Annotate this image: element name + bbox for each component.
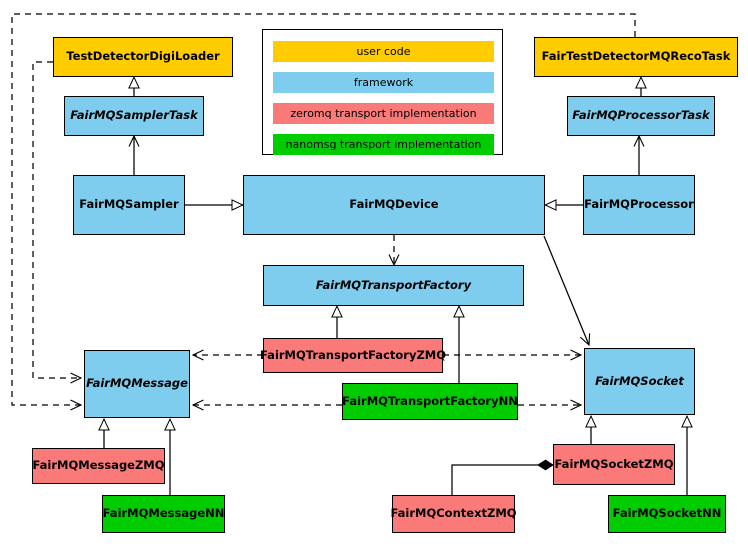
class-node-label: TestDetectorDigiLoader (66, 49, 220, 64)
class-node-label: FairMQSocketNN (612, 506, 722, 521)
class-node-fairmqprocessortask[interactable]: FairMQProcessorTask (567, 96, 715, 136)
class-node-fairmqmessagenn[interactable]: FairMQMessageNN (102, 495, 225, 533)
legend-item-nanomsg: nanomsg transport implementation (273, 134, 494, 155)
legend-panel: user code framework zeromq transport imple… (262, 29, 503, 155)
class-node-fairmqsocketnn[interactable]: FairMQSocketNN (608, 495, 726, 533)
class-node-fairmqsocket[interactable]: FairMQSocket (584, 348, 695, 415)
class-node-label: FairMQTransportFactoryZMQ (260, 347, 447, 362)
legend-item-zeromq: zeromq transport implementation (273, 103, 494, 124)
class-node-label: FairMQSamplerTask (70, 108, 198, 123)
class-node-fairmqsocketzmq[interactable]: FairMQSocketZMQ (553, 444, 675, 485)
legend-item-label: zeromq transport implementation (290, 107, 477, 120)
class-node-label: FairMQProcessorTask (572, 108, 710, 123)
class-node-fairmqprocessor[interactable]: FairMQProcessor (583, 175, 695, 235)
class-node-fairmqsamplertask[interactable]: FairMQSamplerTask (64, 96, 204, 136)
class-node-fairtestdetectormqrecotask[interactable]: FairTestDetectorMQRecoTask (534, 37, 738, 77)
class-node-label: FairMQTransportFactoryNN (342, 393, 518, 408)
class-node-label: FairMQMessageNN (102, 506, 225, 521)
class-node-fairmqdevice[interactable]: FairMQDevice (243, 175, 545, 235)
class-node-label: FairMQTransportFactory (315, 277, 472, 292)
class-node-testdetectordigiloader[interactable]: TestDetectorDigiLoader (53, 37, 233, 77)
legend-item-label: nanomsg transport implementation (285, 138, 482, 151)
class-node-fairmqtransportfactory[interactable]: FairMQTransportFactory (263, 265, 524, 306)
class-node-label: FairMQProcessor (584, 197, 694, 212)
class-node-fairmqtransportfactoryzmq[interactable]: FairMQTransportFactoryZMQ (260, 338, 447, 373)
legend-item-label: framework (353, 76, 414, 89)
class-node-label: FairTestDetectorMQRecoTask (541, 49, 731, 64)
legend-item-label: user code (356, 45, 411, 58)
class-node-label: FairMQMessageZMQ (32, 458, 165, 473)
edge-contextzmq-to-socketzmq (451, 459, 554, 495)
class-node-label: FairMQSocketZMQ (554, 456, 674, 471)
class-node-fairmqsampler[interactable]: FairMQSampler (73, 175, 185, 235)
edge-device-to-socket (543, 235, 591, 347)
class-node-fairmqmessage[interactable]: FairMQMessage (84, 350, 190, 418)
class-node-fairmqmessagezmq[interactable]: FairMQMessageZMQ (32, 448, 165, 484)
class-node-label: FairMQSocket (595, 373, 684, 388)
class-node-fairmqcontextzmq[interactable]: FairMQContextZMQ (390, 495, 517, 533)
class-node-fairmqtransportfactorynn[interactable]: FairMQTransportFactoryNN (342, 383, 518, 420)
legend-item-user-code: user code (273, 41, 494, 62)
class-node-label: FairMQContextZMQ (390, 506, 517, 521)
class-node-label: FairMQMessage (86, 376, 188, 391)
legend-item-framework: framework (273, 72, 494, 93)
class-node-label: FairMQDevice (349, 197, 439, 212)
class-node-label: FairMQSampler (79, 197, 179, 212)
